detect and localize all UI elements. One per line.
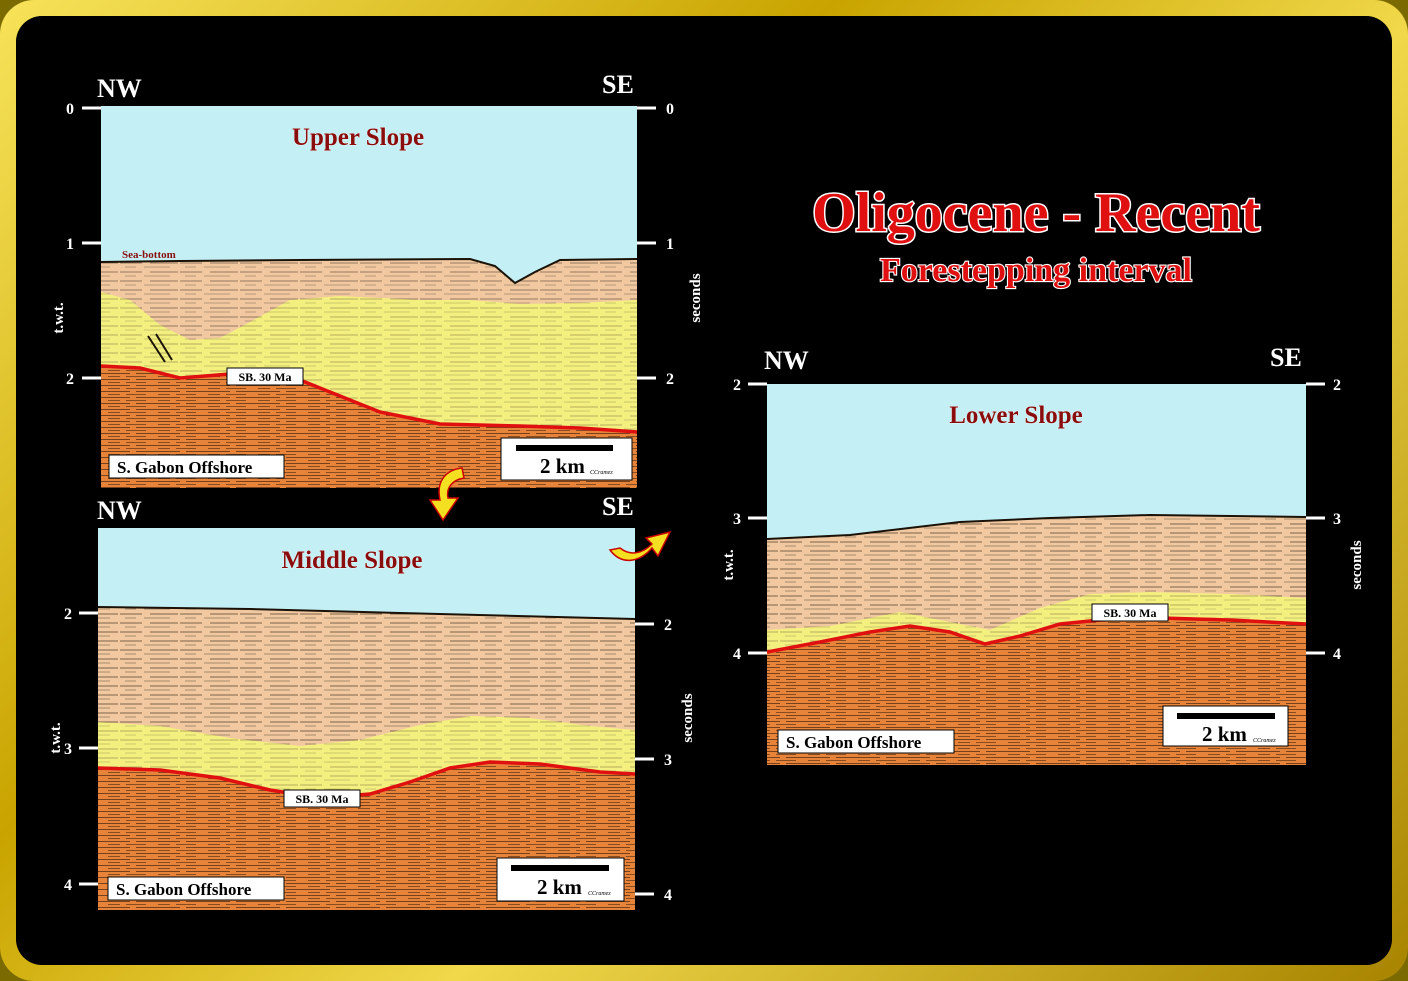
right-axis: 0 1 2 seconds xyxy=(637,101,704,388)
panel-lower-slope: Lower Slope SB. 30 Ma S. Gabon Offshore … xyxy=(721,343,1365,765)
sb-30ma-line xyxy=(98,760,635,800)
main-title: Oligocene - Recent xyxy=(812,182,1260,244)
tick-right: 4 xyxy=(1333,646,1341,663)
scale-label: 2 km xyxy=(537,875,582,899)
tick-right: 2 xyxy=(664,617,672,634)
sb-label-box xyxy=(226,367,304,386)
tick-left: 4 xyxy=(64,877,72,894)
dir-left: NW xyxy=(764,346,809,375)
tick-left: 1 xyxy=(66,236,74,253)
location-box xyxy=(108,454,285,479)
sb-30ma-line xyxy=(767,616,1306,654)
dir-right: SE xyxy=(1270,343,1302,372)
sb-30ma-line xyxy=(101,364,637,434)
arrow-down-icon xyxy=(428,467,465,522)
axis-label-left: t.w.t. xyxy=(51,302,67,333)
tick-left: 2 xyxy=(64,606,72,623)
tick-right: 1 xyxy=(666,236,674,253)
panel-title: Upper Slope xyxy=(292,124,424,151)
fault-marks xyxy=(147,333,173,363)
scale-bar xyxy=(1177,713,1275,719)
tick-right: 4 xyxy=(664,887,672,904)
panel-title: Middle Slope xyxy=(282,547,423,574)
axis-label-left: t.w.t. xyxy=(48,722,64,753)
panel-title: Lower Slope xyxy=(949,402,1083,429)
sb-label: SB. 30 Ma xyxy=(238,370,291,384)
subtitle: Forestepping interval xyxy=(880,252,1192,289)
credit-label: CCramez xyxy=(1253,738,1276,744)
panel-middle-slope: Middle Slope SB. 30 Ma S. Gabon Offshore… xyxy=(48,492,696,910)
sb-label: SB. 30 Ma xyxy=(295,792,348,806)
tick-right: 2 xyxy=(1333,377,1341,394)
left-axis: 2 3 4 t.w.t. xyxy=(48,606,98,894)
tick-right: 3 xyxy=(664,752,672,769)
credit-label: CCramez xyxy=(588,891,611,897)
location-label: S. Gabon Offshore xyxy=(116,880,252,899)
dir-right: SE xyxy=(602,492,634,521)
sb-label-box xyxy=(1091,603,1169,622)
tick-right: 2 xyxy=(666,371,674,388)
dir-left: NW xyxy=(97,74,142,103)
tick-right: 0 xyxy=(666,101,674,118)
dir-right: SE xyxy=(602,70,634,99)
tick-left: 2 xyxy=(66,371,74,388)
scale-bar xyxy=(516,445,613,451)
left-axis: 0 1 2 t.w.t. xyxy=(51,101,101,388)
location-box xyxy=(777,729,955,754)
sea-bottom-line xyxy=(767,513,1306,540)
location-label: S. Gabon Offshore xyxy=(786,733,922,752)
dir-left: NW xyxy=(97,496,142,525)
sea-bottom-line xyxy=(98,606,635,620)
scale-box xyxy=(1162,705,1289,747)
right-axis: 2 3 4 seconds xyxy=(635,617,696,904)
credit-label: CCramez xyxy=(590,470,613,476)
tick-left: 0 xyxy=(66,101,74,118)
axis-label-right: seconds xyxy=(688,273,704,322)
tick-left: 4 xyxy=(733,646,741,663)
sb-label: SB. 30 Ma xyxy=(1103,606,1156,620)
sea-bottom-line xyxy=(101,257,637,285)
axis-label-right: seconds xyxy=(680,693,696,742)
sea-bottom-label: Sea-bottom xyxy=(122,249,176,261)
tick-left: 3 xyxy=(64,741,72,758)
location-label: S. Gabon Offshore xyxy=(117,458,253,477)
axis-label-right: seconds xyxy=(1349,540,1365,589)
location-box xyxy=(107,876,285,901)
sb-label-box xyxy=(283,789,361,808)
left-axis: 2 3 4 t.w.t. xyxy=(721,377,767,663)
arrow-right-icon xyxy=(608,530,672,561)
scale-label: 2 km xyxy=(540,454,585,478)
tick-left: 3 xyxy=(733,511,741,528)
tick-left: 2 xyxy=(733,377,741,394)
right-axis: 2 3 4 seconds xyxy=(1306,377,1365,663)
axis-label-left: t.w.t. xyxy=(721,549,737,580)
scale-bar xyxy=(511,865,609,871)
tick-right: 3 xyxy=(1333,511,1341,528)
scale-label: 2 km xyxy=(1202,722,1247,746)
panel-upper-slope: Upper Slope Sea-bottom SB. 30 Ma S. Gabo… xyxy=(51,70,704,488)
